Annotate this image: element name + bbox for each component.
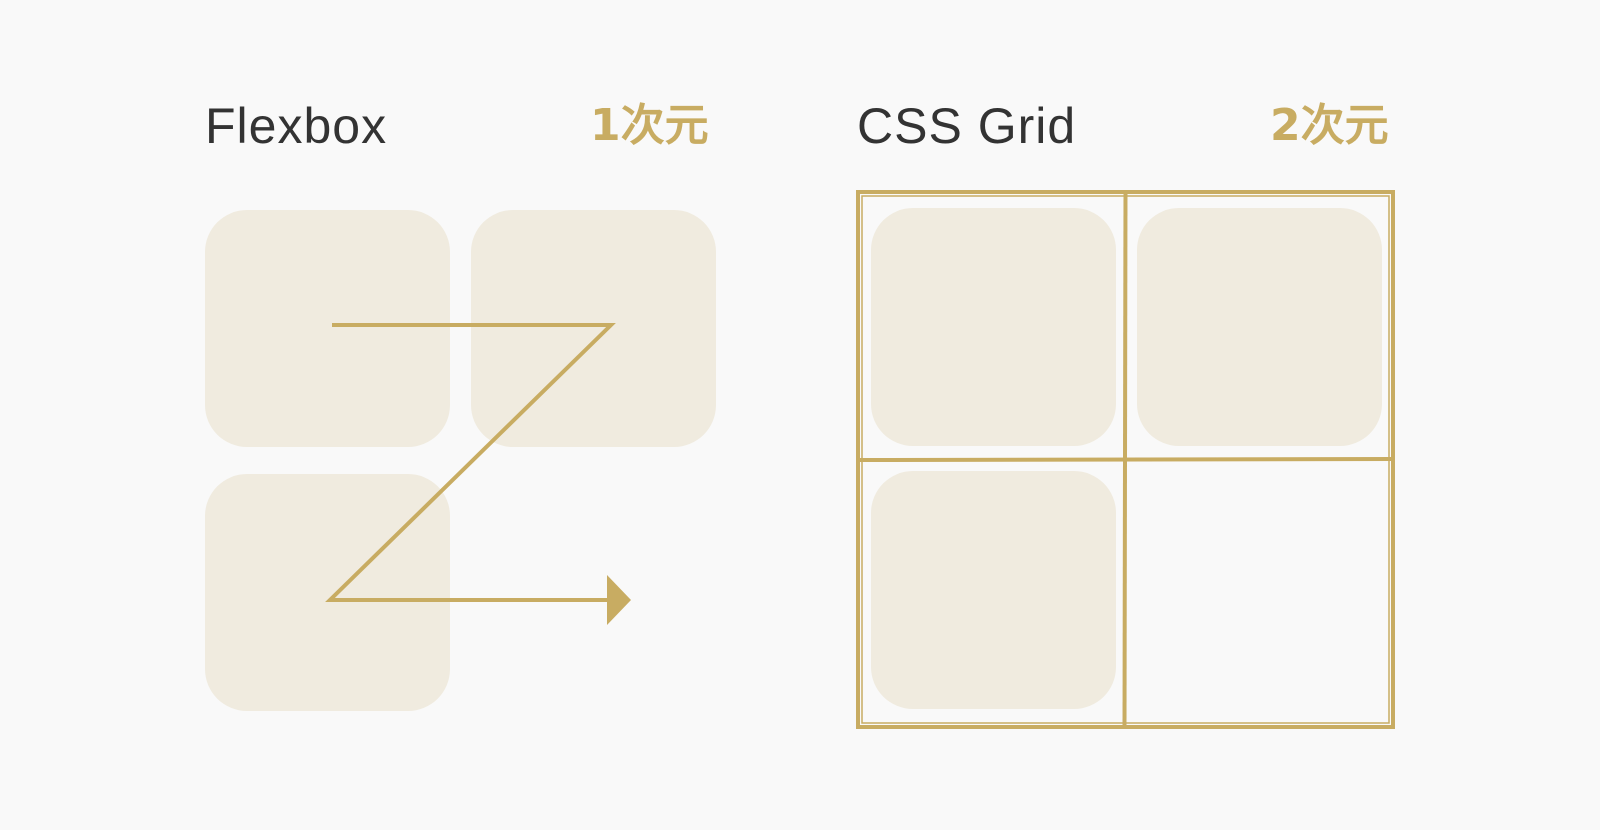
flexbox-title: Flexbox [205,98,388,154]
grid-dimension-label: 2次元 [1270,100,1389,151]
grid-item-2 [1137,208,1382,446]
flex-item-2 [471,210,716,447]
grid-title: CSS Grid [857,98,1077,154]
grid-row-divider [857,457,1394,462]
arrowhead-icon [607,575,631,625]
grid-item-1 [871,208,1116,446]
flex-item-1 [205,210,450,447]
flex-item-3 [205,474,450,711]
flexbox-dimension-label: 1次元 [590,100,709,151]
grid-item-3 [871,471,1116,709]
flow-path [325,323,616,602]
